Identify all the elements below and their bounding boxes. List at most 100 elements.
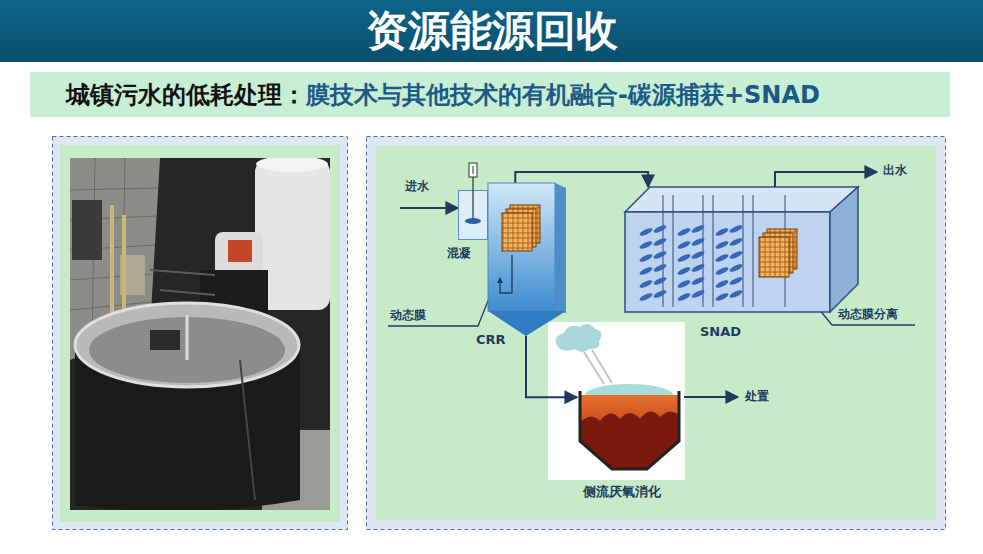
snad-reactor-part <box>653 224 668 234</box>
anaerobic-digester-part <box>580 391 679 469</box>
left-panel <box>53 137 348 530</box>
snad-reactor-part <box>715 292 730 302</box>
title-band-part <box>0 0 983 62</box>
snad-reactor-part <box>691 276 706 286</box>
snad-reactor-part <box>639 292 654 302</box>
node-label: SNAD <box>700 325 741 340</box>
snad-reactor-part <box>663 195 664 307</box>
title-band <box>0 0 983 65</box>
snad-reactor-part <box>729 276 744 286</box>
snad-reactor-part <box>653 276 668 286</box>
snad-reactor-part <box>729 224 744 234</box>
snad-reactor-part <box>653 263 668 273</box>
site-photo <box>70 158 330 510</box>
left-panel-part <box>53 137 348 530</box>
snad-reactor-part <box>677 266 692 276</box>
snad-reactor-part <box>691 224 706 234</box>
page-title: 资源能源回收 <box>0 5 983 57</box>
site-photo-part <box>72 200 102 260</box>
digester-image-ground <box>548 322 685 480</box>
snad-reactor-part <box>653 237 668 247</box>
anaerobic-digester-shape <box>577 383 682 472</box>
site-photo-part <box>228 240 252 262</box>
crr-reactor-part <box>488 183 555 311</box>
flow-connector <box>526 336 577 397</box>
coagulation-tank-part <box>472 177 473 220</box>
snad-reactor-part <box>715 253 730 263</box>
snad-reactor-part <box>759 237 789 277</box>
site-photo-part <box>150 270 215 295</box>
crr-reactor-shape <box>488 183 566 336</box>
flow-arrows-part <box>400 207 458 209</box>
crr-reactor-part <box>497 277 503 283</box>
left-panel-part <box>60 145 340 522</box>
right-panel-part <box>367 137 946 530</box>
snad-reactor-part <box>639 266 654 276</box>
digester-image-ground-part <box>548 322 685 480</box>
snad-reactor-part <box>729 237 744 247</box>
snad-reactor-part <box>639 253 654 263</box>
anaerobic-digester-part <box>580 395 679 469</box>
anaerobic-digester: 侧流厌氧消化 <box>577 383 682 472</box>
crr-reactor-part <box>555 183 566 313</box>
coagulation-tank-part <box>465 218 481 224</box>
snad-reactor-part <box>703 195 704 307</box>
snad-reactor-part <box>691 263 706 273</box>
node-label: 混凝 <box>447 247 471 261</box>
site-photo-part <box>256 158 328 172</box>
snad-reactor-part <box>691 250 706 260</box>
coagulation-tank-shape <box>458 190 488 240</box>
snad-reactor-part <box>625 187 858 212</box>
snad-reactor-part <box>830 187 858 312</box>
membrane-label: 动态膜 <box>390 309 426 323</box>
snad-reactor-part <box>677 240 692 250</box>
snad-reactor-part <box>639 240 654 250</box>
snad-reactor-part <box>677 227 692 237</box>
snad-reactor-part <box>639 279 654 289</box>
inflow-label: 进水 <box>405 180 429 194</box>
anaerobic-digester-part <box>580 411 679 469</box>
coagulation-tank-part <box>469 163 477 177</box>
snad-reactor: SNAD <box>625 187 858 312</box>
snad-reactor-part <box>743 195 744 307</box>
site-photo-part-part <box>160 290 215 295</box>
site-photo-part <box>186 315 189 360</box>
snad-reactor-part <box>729 289 744 299</box>
membrane-separation-label: 动态膜分离 <box>838 308 898 322</box>
digester-image-ground-part <box>584 352 604 384</box>
leader-lines-part <box>388 258 505 326</box>
snad-reactor-part <box>673 195 674 307</box>
snad-reactor-part <box>715 240 730 250</box>
snad-reactor-part <box>625 212 830 312</box>
snad-reactor-part <box>653 250 668 260</box>
flow-arrows <box>400 172 877 397</box>
snad-reactor-part <box>691 237 706 247</box>
site-photo-part <box>240 360 255 500</box>
subtitle-band: 城镇污水的低耗处理：膜技术与其他技术的有机融合-碳源捕获+SNAD <box>30 72 950 117</box>
snad-reactor-part <box>715 227 730 237</box>
outflow-label: 出水 <box>883 164 907 178</box>
node-label: CRR <box>476 333 506 348</box>
right-panel-part <box>376 146 936 520</box>
site-photo-part-part <box>150 270 215 275</box>
crr-reactor-part <box>500 255 512 293</box>
right-panel <box>367 137 946 530</box>
title-band-part <box>0 62 983 65</box>
crr-reactor: CRR <box>488 183 566 336</box>
snad-reactor-part <box>691 289 706 299</box>
coagulation-tank: 混凝 <box>458 190 488 240</box>
snad-reactor-part <box>713 195 714 307</box>
snad-reactor-part <box>639 227 654 237</box>
snad-reactor-part <box>715 279 730 289</box>
snad-reactor-part <box>677 279 692 289</box>
digester-image-ground-part <box>592 350 612 383</box>
subtitle-topic: 膜技术与其他技术的有机融合-碳源捕获+SNAD <box>306 79 820 111</box>
flow-arrows-part <box>684 396 738 398</box>
crr-reactor-part <box>502 213 532 251</box>
coagulation-tank-part <box>473 166 474 174</box>
snad-reactor-part <box>753 195 754 307</box>
site-photo-part <box>75 303 299 387</box>
subtitle-lead: 城镇污水的低耗处理： <box>66 79 306 111</box>
site-photo-part <box>150 330 180 350</box>
